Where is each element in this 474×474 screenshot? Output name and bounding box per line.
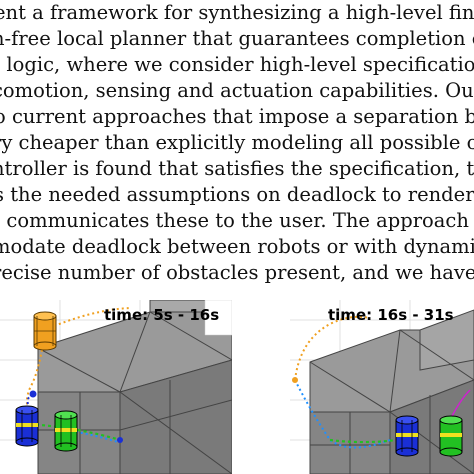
paragraph-line: ent a framework for synthesizing a high-… bbox=[0, 1, 474, 24]
simulation-figure-right: time: 16s - 31s bbox=[290, 300, 474, 474]
obstacle-block bbox=[37, 300, 232, 474]
green-robot bbox=[54, 410, 78, 452]
simulation-figure-left: time: 5s - 16s bbox=[0, 300, 232, 474]
paragraph-line: comotion, sensing and actuation capabili… bbox=[0, 79, 474, 102]
paragraph-line: ry cheaper than explicitly modeling all … bbox=[0, 131, 474, 154]
paragraph-line: o current approaches that impose a separ… bbox=[0, 105, 474, 128]
paragraph-line: l logic, where we consider high-level sp… bbox=[0, 53, 474, 76]
blue-robot-path bbox=[294, 379, 391, 449]
blue-robot bbox=[395, 415, 419, 457]
paper-paragraph: ent a framework for synthesizing a high-… bbox=[0, 1, 474, 284]
waypoint-marker bbox=[29, 390, 37, 398]
orange-robot bbox=[33, 311, 57, 351]
right-scene bbox=[290, 300, 474, 474]
orange-robot-path bbox=[44, 307, 131, 331]
paragraph-line: s the needed assumptions on deadlock to … bbox=[0, 183, 474, 206]
paragraph-line: ntroller is found that satisfies the spe… bbox=[0, 157, 474, 180]
paragraph-line: l communicates these to the user. The ap… bbox=[0, 209, 474, 232]
left-scene bbox=[0, 300, 232, 474]
time-label-left: time: 5s - 16s bbox=[104, 306, 220, 324]
orange-robot-path bbox=[294, 315, 371, 381]
waypoint-marker bbox=[292, 377, 298, 383]
paragraph-line: n-free local planner that guarantees com… bbox=[0, 27, 474, 50]
blue-robot bbox=[15, 405, 39, 447]
paragraph-line: recise number of obstacles present, and … bbox=[0, 261, 474, 284]
waypoint-marker bbox=[117, 437, 123, 443]
green-robot bbox=[439, 415, 463, 457]
time-label-right: time: 16s - 31s bbox=[328, 306, 454, 324]
paragraph-line: modate deadlock between robots or with d… bbox=[0, 235, 474, 258]
